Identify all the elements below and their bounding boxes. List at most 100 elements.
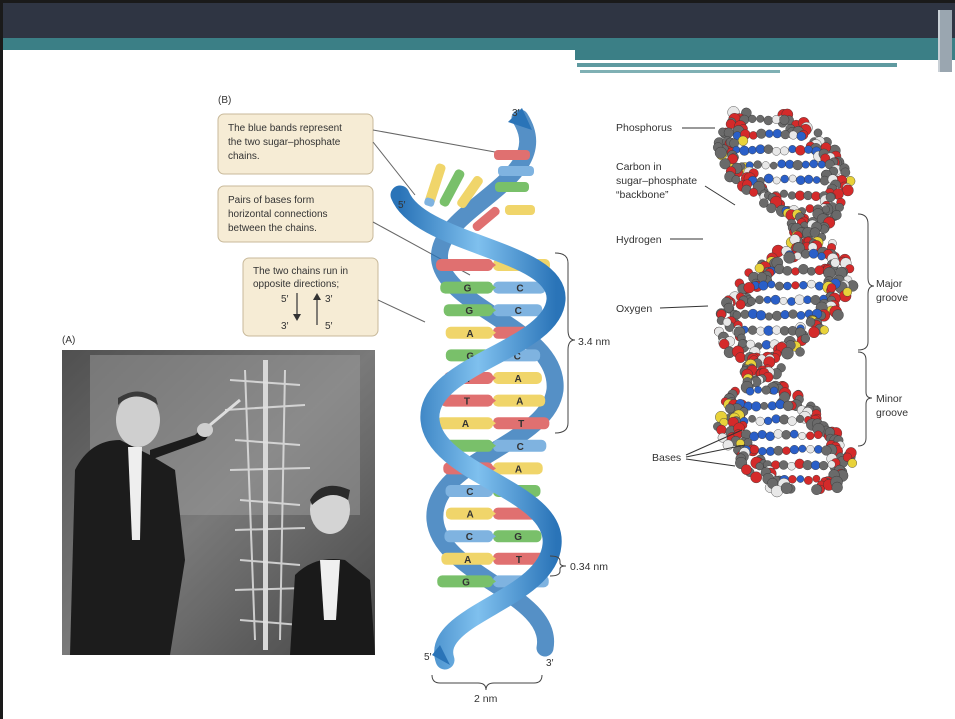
atom — [827, 284, 836, 293]
space-filling-model — [713, 106, 858, 497]
atom — [749, 415, 756, 422]
atom — [768, 402, 777, 411]
atom — [766, 432, 775, 441]
base-label-right: C — [517, 442, 524, 453]
label-oxygen: Oxygen — [616, 303, 652, 315]
atom — [788, 417, 797, 426]
callout-pairs-line3: between the chains. — [228, 223, 317, 234]
watson-crick-photo — [62, 350, 375, 655]
atom — [778, 160, 786, 168]
atom — [723, 318, 731, 326]
base-label-right: C — [516, 284, 523, 295]
atom — [798, 264, 808, 274]
atom — [804, 296, 812, 304]
base-left — [436, 259, 493, 271]
atom — [744, 282, 755, 293]
atom — [818, 252, 826, 260]
label-carbon-line3: “backbone” — [616, 189, 669, 201]
direction-right-top: 3′ — [325, 294, 333, 305]
atom — [796, 347, 805, 356]
atom — [781, 175, 789, 183]
atom — [766, 447, 775, 456]
atom — [767, 203, 777, 213]
atom — [842, 185, 853, 196]
atom — [771, 295, 780, 304]
atom — [773, 177, 780, 184]
atom — [783, 282, 791, 290]
atom — [751, 472, 762, 483]
atom — [762, 162, 770, 170]
atom — [788, 462, 796, 470]
atom — [848, 459, 857, 468]
atom — [799, 432, 806, 439]
atom — [795, 145, 805, 155]
base-label-right: C — [515, 306, 522, 317]
panel-a-label: (A) — [62, 335, 75, 346]
atom — [750, 445, 759, 454]
atom — [741, 310, 750, 319]
label-major-groove-line1: Major — [876, 278, 903, 290]
atom — [765, 313, 773, 321]
end-label-top-left: 5′ — [398, 200, 406, 211]
atom — [804, 146, 812, 154]
atom — [746, 387, 754, 395]
atom — [811, 461, 820, 470]
atom — [807, 267, 815, 275]
atom — [780, 147, 788, 155]
atom — [758, 447, 766, 455]
atom — [806, 432, 814, 440]
atom — [801, 334, 810, 343]
atom — [799, 281, 807, 289]
atom — [748, 326, 757, 335]
atom — [764, 417, 772, 425]
atom — [795, 191, 805, 201]
atom — [782, 447, 790, 455]
atom — [772, 115, 780, 123]
atom — [784, 252, 796, 264]
atom — [781, 130, 790, 139]
label-bases: Bases — [652, 452, 681, 464]
dimension-width-label: 2 nm — [474, 693, 498, 705]
atom — [756, 310, 766, 320]
base-label-right: A — [516, 397, 523, 408]
atom — [756, 145, 765, 154]
base-pair-rungs: AGCGCAGCTATAATCTACGACGATGC — [436, 259, 550, 588]
atom — [833, 310, 844, 321]
atom — [810, 160, 818, 168]
label-carbon-line2: sugar–phosphate — [616, 175, 697, 187]
atom — [792, 268, 800, 276]
atom — [811, 484, 821, 494]
atom — [818, 161, 825, 168]
atom — [748, 146, 756, 154]
base-label-left: C — [466, 532, 473, 543]
atom — [804, 175, 813, 184]
atom — [749, 131, 757, 139]
atom — [807, 445, 815, 453]
callout-pairs-line2: horizontal connections — [228, 209, 328, 220]
atom — [782, 347, 794, 359]
atom — [781, 310, 790, 319]
atom — [754, 161, 762, 169]
atom — [807, 280, 815, 288]
base-label-left: A — [466, 329, 473, 340]
atom — [741, 465, 751, 475]
base-label-left: T — [464, 397, 470, 408]
atom — [747, 297, 755, 305]
atom — [832, 482, 843, 493]
base-label-right: A — [514, 374, 521, 385]
atom — [755, 296, 763, 304]
dimension-width-bracket — [432, 675, 542, 690]
atom — [814, 129, 822, 137]
atom — [788, 192, 796, 200]
base-label-left: G — [465, 306, 473, 317]
atom — [755, 386, 762, 393]
atom — [806, 318, 815, 327]
atom — [789, 145, 797, 153]
atom — [758, 430, 767, 439]
atom — [751, 402, 761, 412]
atom — [780, 326, 789, 335]
base-label-right: A — [515, 464, 522, 475]
atom — [780, 297, 787, 304]
atom — [772, 415, 781, 424]
atom — [756, 417, 765, 426]
